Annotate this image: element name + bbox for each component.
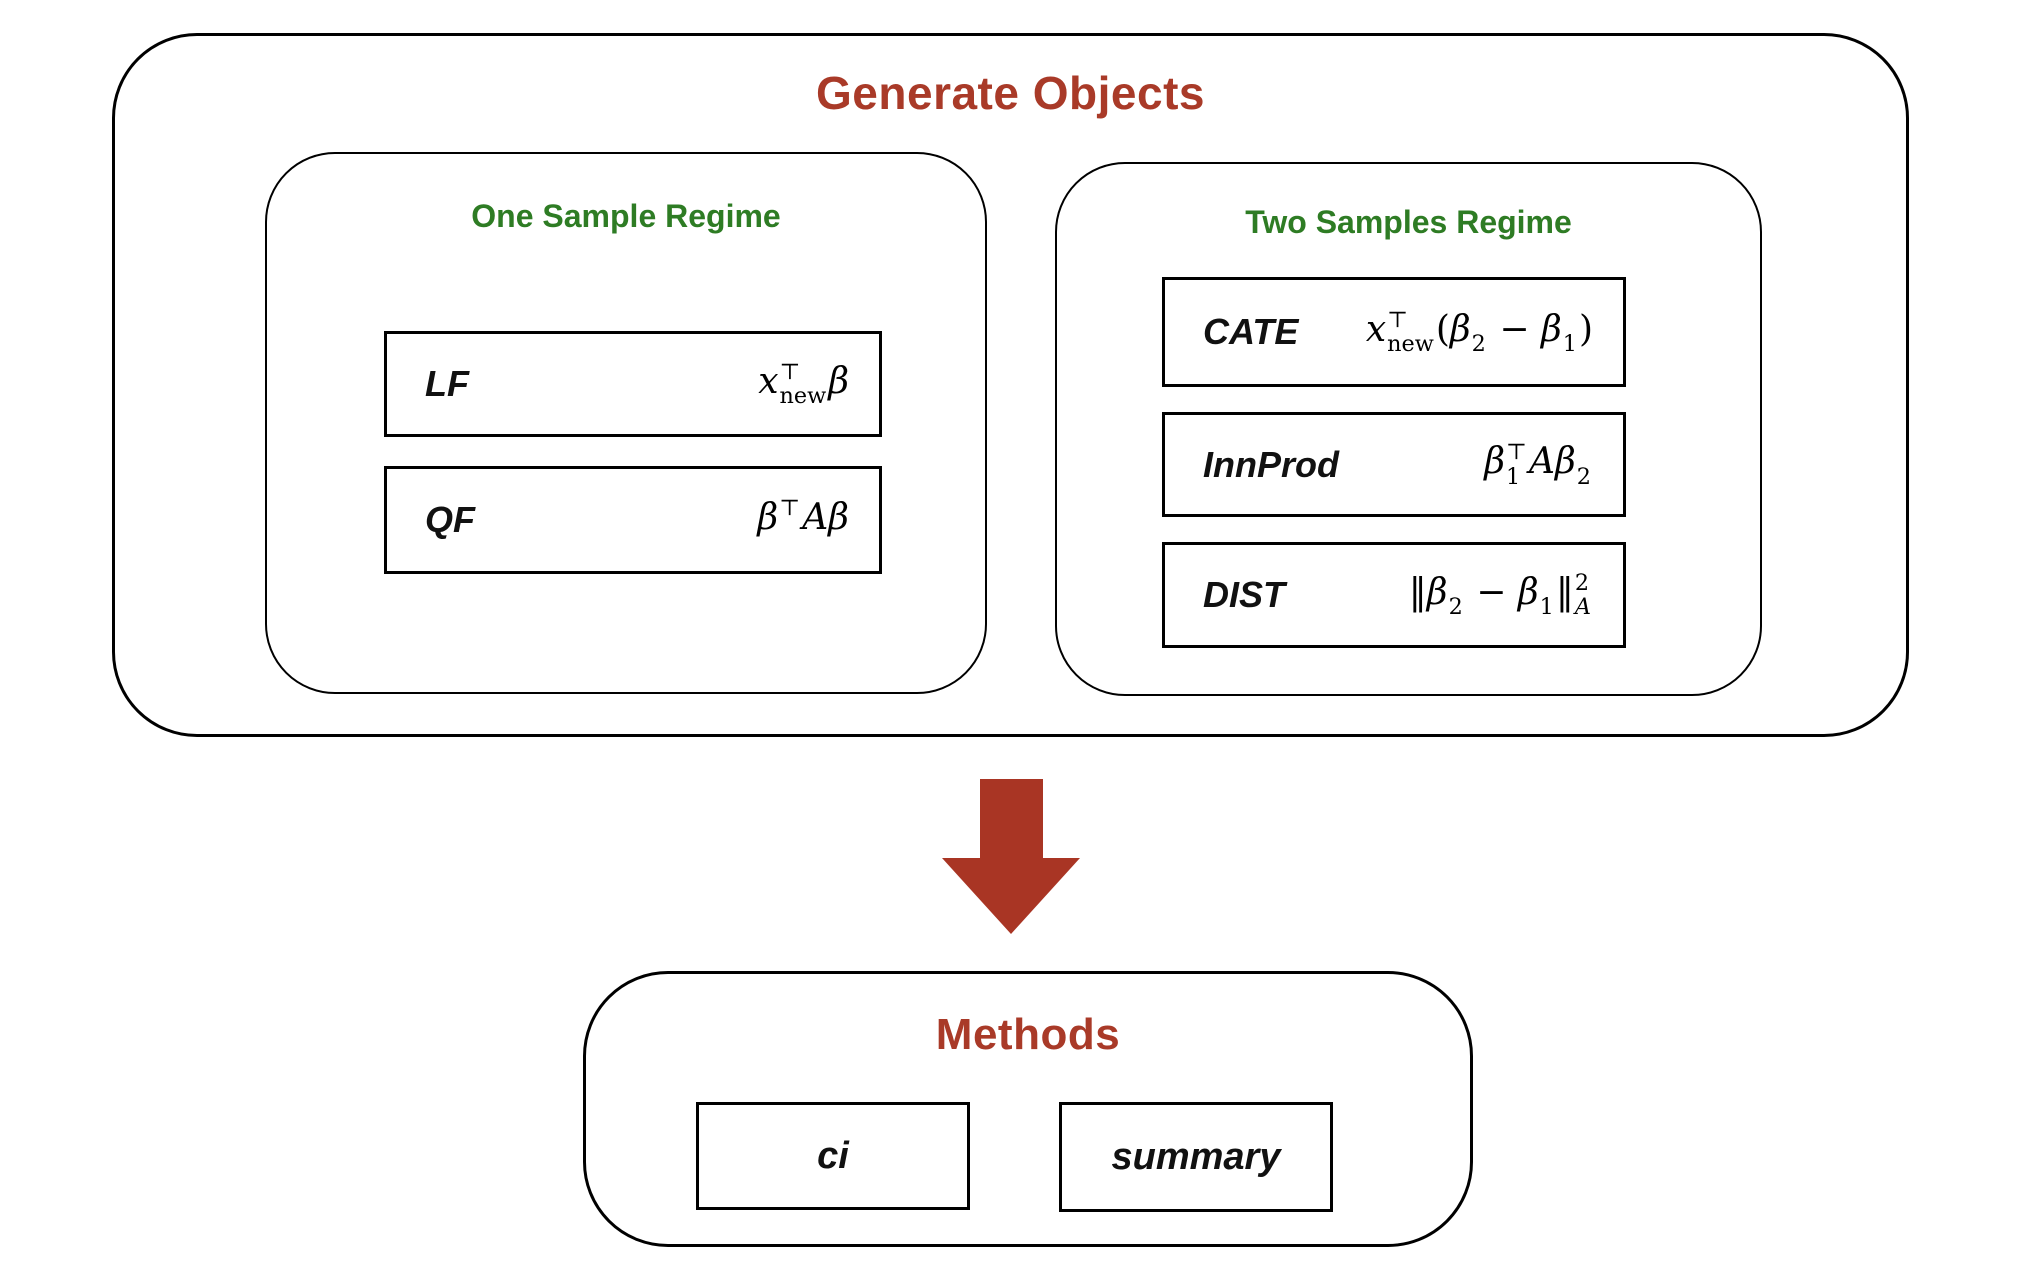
summary-box: summary [1059, 1102, 1333, 1212]
qf-formula: β⊤ Aβ [757, 494, 849, 538]
cate-row: CATE x⊤new(β 2 − β 1) [1162, 277, 1626, 387]
dist-label: DIST [1203, 574, 1286, 615]
cate-formula: x⊤new(β 2 − β 1) [1365, 306, 1593, 357]
down-arrow-shaft [980, 779, 1043, 859]
lf-label: LF [425, 363, 469, 404]
methods-box: Methods ci summary [583, 971, 1473, 1247]
innprod-label: InnProd [1203, 443, 1339, 485]
ci-label: ci [817, 1134, 849, 1177]
two-samples-regime-box: Two Samples Regime CATE x⊤new(β 2 − β 1)… [1055, 162, 1762, 696]
two-samples-regime-title: Two Samples Regime [1245, 204, 1572, 240]
generate-objects-title: Generate Objects [816, 67, 1205, 119]
ci-box: ci [696, 1102, 970, 1210]
qf-row: QF β⊤ Aβ [384, 466, 882, 574]
generate-objects-box: Generate Objects One Sample Regime LF x⊤… [112, 33, 1909, 737]
down-arrow-head [942, 858, 1080, 934]
one-sample-regime-title: One Sample Regime [471, 198, 781, 234]
summary-label: summary [1111, 1135, 1281, 1178]
cate-label: CATE [1203, 311, 1299, 352]
methods-title: Methods [935, 1010, 1121, 1059]
qf-label: QF [425, 499, 475, 540]
